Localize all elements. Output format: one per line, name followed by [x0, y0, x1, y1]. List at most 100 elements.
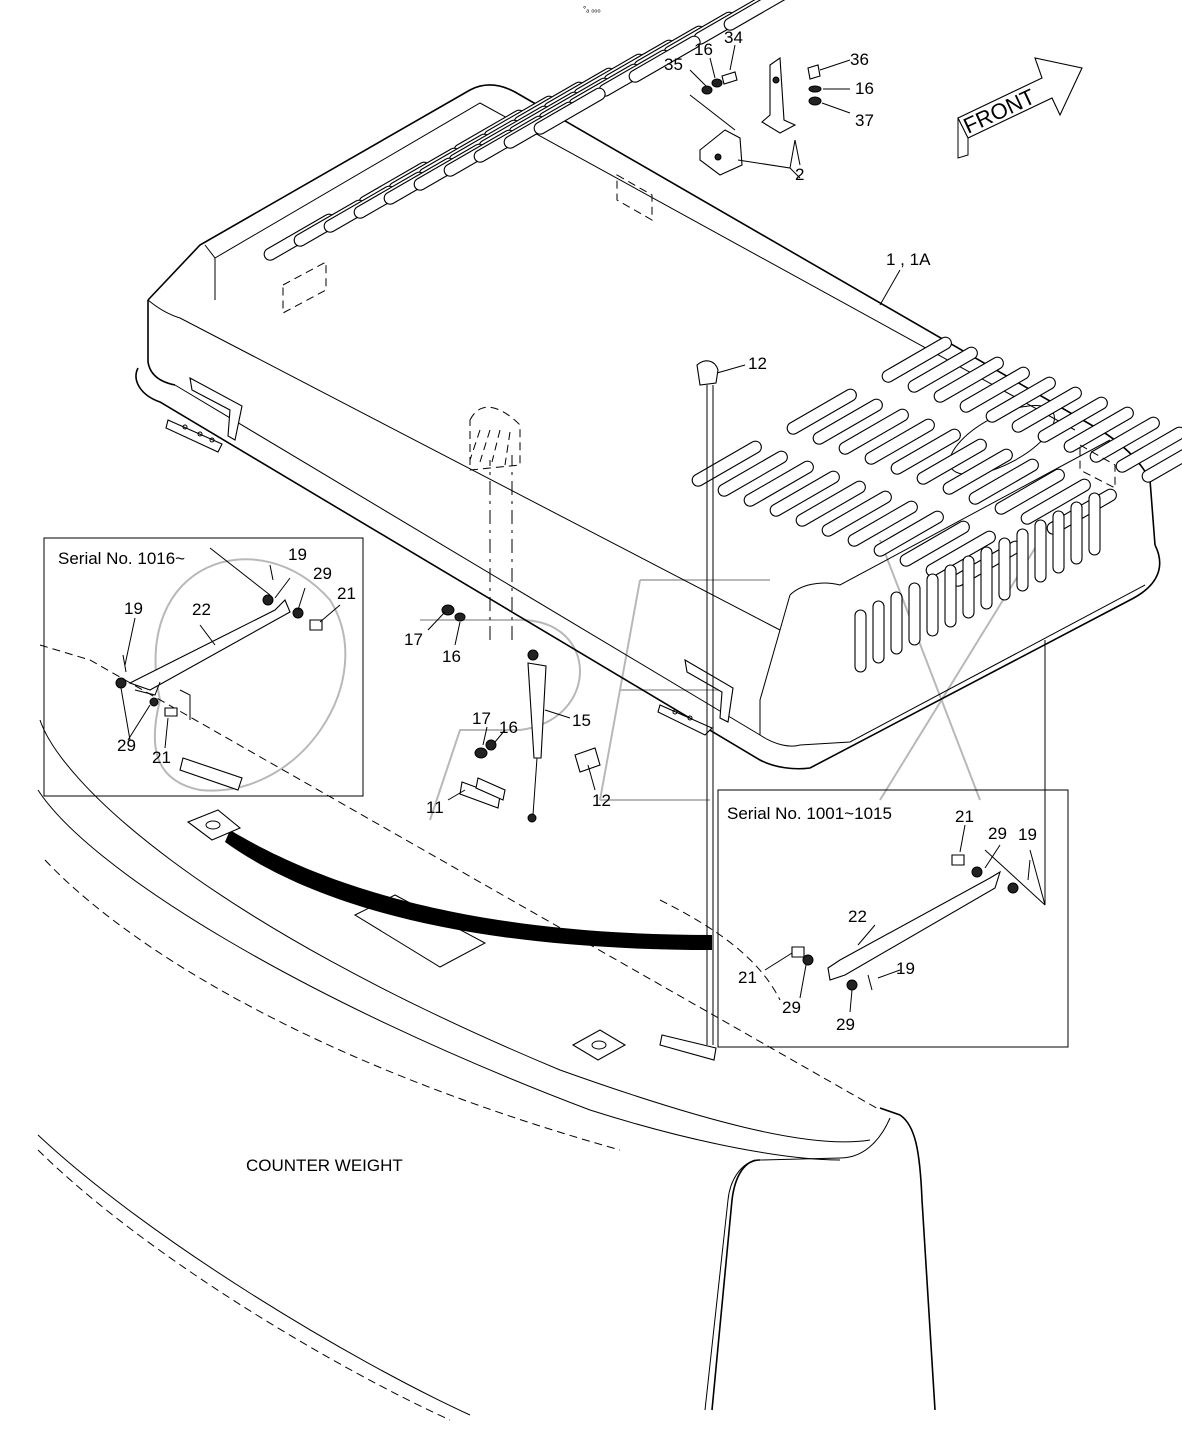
- callout-19: 19: [124, 599, 143, 618]
- callout-16: 16: [855, 79, 874, 98]
- counterweight: [37, 644, 936, 1421]
- vent-slot: [942, 448, 1013, 495]
- callout-29: 29: [313, 564, 332, 583]
- vent-slot: [968, 458, 1039, 505]
- callout-37: 37: [855, 111, 874, 130]
- vent-slot: [812, 398, 883, 445]
- callout-17: 17: [404, 630, 423, 649]
- vent-slot: [1089, 416, 1160, 463]
- callout-12: 12: [592, 791, 611, 810]
- vent-slot: [985, 376, 1056, 423]
- latch-parts: [689, 56, 822, 179]
- vent-slot: [933, 356, 1004, 403]
- vent-slot: [890, 428, 961, 475]
- vent-slot: [944, 564, 957, 628]
- callout-29: 29: [782, 998, 801, 1017]
- callout-labels: 35 16 34 2 36 16 37 1 , 1A 12 17 16 17 1…: [58, 28, 1037, 1175]
- callout-12: 12: [748, 354, 767, 373]
- callout-29: 29: [836, 1015, 855, 1034]
- vent-slot: [998, 537, 1011, 601]
- callout-29: 29: [117, 736, 136, 755]
- vent-slot: [1141, 436, 1182, 483]
- vent-slot: [926, 573, 939, 637]
- vent-slot: [691, 440, 762, 487]
- vent-slot: [980, 546, 993, 610]
- mount-plates: [179, 757, 717, 1061]
- vent-slot: [864, 418, 935, 465]
- vent-slot: [795, 480, 866, 527]
- vent-slot: [1115, 426, 1182, 473]
- top-mark: °ₐ ₒₒₒ: [583, 5, 600, 14]
- callout-17: 17: [472, 709, 491, 728]
- callout-35: 35: [664, 55, 683, 74]
- vent-slot: [1037, 396, 1108, 443]
- callout-22: 22: [192, 600, 211, 619]
- latch-bracket-hidden: [282, 174, 1116, 489]
- vent-slots-side: [854, 492, 1101, 673]
- callout-16: 16: [694, 40, 713, 59]
- hood-hinge-right: [657, 658, 734, 736]
- vent-slot: [1052, 510, 1065, 574]
- callout-21: 21: [955, 807, 974, 826]
- vent-slot: [769, 470, 840, 517]
- inset-serial-1016: [43, 537, 364, 797]
- vent-slot: [962, 555, 975, 619]
- callout-19: 19: [1018, 825, 1037, 844]
- vent-slot: [838, 408, 909, 455]
- callout-21: 21: [337, 584, 356, 603]
- callout-36: 36: [850, 50, 869, 69]
- front-label: FRONT: [960, 84, 1039, 139]
- callout-16: 16: [442, 647, 461, 666]
- vent-slots-top: [263, 0, 796, 261]
- vent-slot: [1011, 386, 1082, 433]
- vent-slot: [873, 510, 944, 557]
- vent-slot: [908, 582, 921, 646]
- inset-left-title: Serial No. 1016~: [58, 549, 185, 568]
- vent-slot: [899, 520, 970, 567]
- vent-slot: [1070, 501, 1083, 565]
- vent-slot: [1088, 492, 1101, 556]
- callout-15: 15: [572, 711, 591, 730]
- vent-slot: [533, 87, 606, 135]
- counter-weight-label: COUNTER WEIGHT: [246, 1156, 403, 1175]
- vent-slot: [994, 468, 1065, 515]
- inset-serial-1001-1015: [717, 640, 1069, 1048]
- vent-slot: [881, 336, 952, 383]
- vent-slot: [916, 438, 987, 485]
- vent-slot: [1020, 478, 1091, 525]
- vent-slot: [1034, 519, 1047, 583]
- vent-slot: [847, 500, 918, 547]
- leader-lines: [120, 44, 1001, 1013]
- callout-21: 21: [738, 968, 757, 987]
- callout-1: 1 , 1A: [886, 250, 931, 269]
- callout-2: 2: [795, 165, 804, 184]
- gas-strut: [441, 455, 601, 823]
- callout-11: 11: [426, 798, 444, 817]
- vent-slot: [872, 600, 885, 664]
- vent-slot: [890, 591, 903, 655]
- vent-slots-right: [691, 336, 1182, 587]
- inset-right-title: Serial No. 1001~1015: [727, 804, 892, 823]
- vent-slot: [723, 0, 796, 31]
- vent-slot: [907, 346, 978, 393]
- vent-slot: [821, 490, 892, 537]
- vent-slot: [1063, 406, 1134, 453]
- callout-16: 16: [499, 718, 518, 737]
- engine-hood: [135, 84, 1161, 770]
- vent-slot: [717, 450, 788, 497]
- vent-slot: [743, 460, 814, 507]
- callout-34: 34: [724, 28, 743, 47]
- vent-slot: [786, 388, 857, 435]
- callout-22: 22: [848, 907, 867, 926]
- vent-slot: [1016, 528, 1029, 592]
- callout-19: 19: [896, 959, 915, 978]
- callout-21: 21: [152, 748, 171, 767]
- vent-slot: [628, 35, 701, 83]
- front-arrow: FRONT: [957, 57, 1083, 159]
- vent-slot: [854, 609, 867, 673]
- vent-slot: [959, 366, 1030, 413]
- callout-19: 19: [288, 545, 307, 564]
- cable: [225, 830, 712, 950]
- hood-hinge-left: [165, 376, 243, 453]
